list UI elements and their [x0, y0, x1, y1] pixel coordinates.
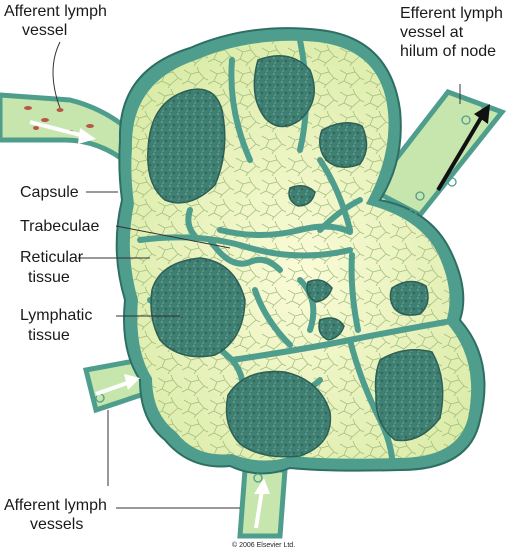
label-capsule: Capsule: [20, 184, 79, 201]
label-reticular-1: Reticular: [20, 249, 84, 266]
nodule-bottom-right: [374, 349, 444, 442]
nodule-right: [389, 280, 429, 316]
nodule-top-right: [319, 122, 368, 168]
label-efferent-2: vessel at: [400, 24, 464, 41]
nodule-top: [253, 55, 315, 128]
leader-lines: [52, 41, 461, 509]
label-afferent-top-2: vessel: [22, 22, 68, 39]
lymphatic-nodules: [147, 55, 444, 458]
label-afferent-bottom-1: Afferent lymph: [4, 497, 107, 514]
label-lymphatic-1: Lymphatic: [20, 307, 93, 324]
nodule-bottom: [225, 370, 332, 458]
label-efferent-1: Efferent lymph: [400, 5, 503, 22]
label-afferent-top-1: Afferent lymph: [4, 3, 107, 20]
nodule-left: [150, 257, 246, 358]
label-trabeculae: Trabeculae: [20, 218, 100, 235]
efferent-arrow: [436, 104, 490, 192]
label-afferent-bottom-2: vessels: [30, 516, 84, 533]
label-reticular-2: tissue: [28, 269, 70, 286]
afferent-vessel-bottom: [237, 467, 288, 539]
label-lymphatic-2: tissue: [28, 327, 70, 344]
afferent-arrows: [29, 120, 270, 529]
label-efferent-3: hilum of node: [400, 43, 497, 60]
nodule-upper-left: [147, 88, 226, 204]
copyright-notice: © 2006 Elsevier Ltd.: [232, 542, 296, 549]
